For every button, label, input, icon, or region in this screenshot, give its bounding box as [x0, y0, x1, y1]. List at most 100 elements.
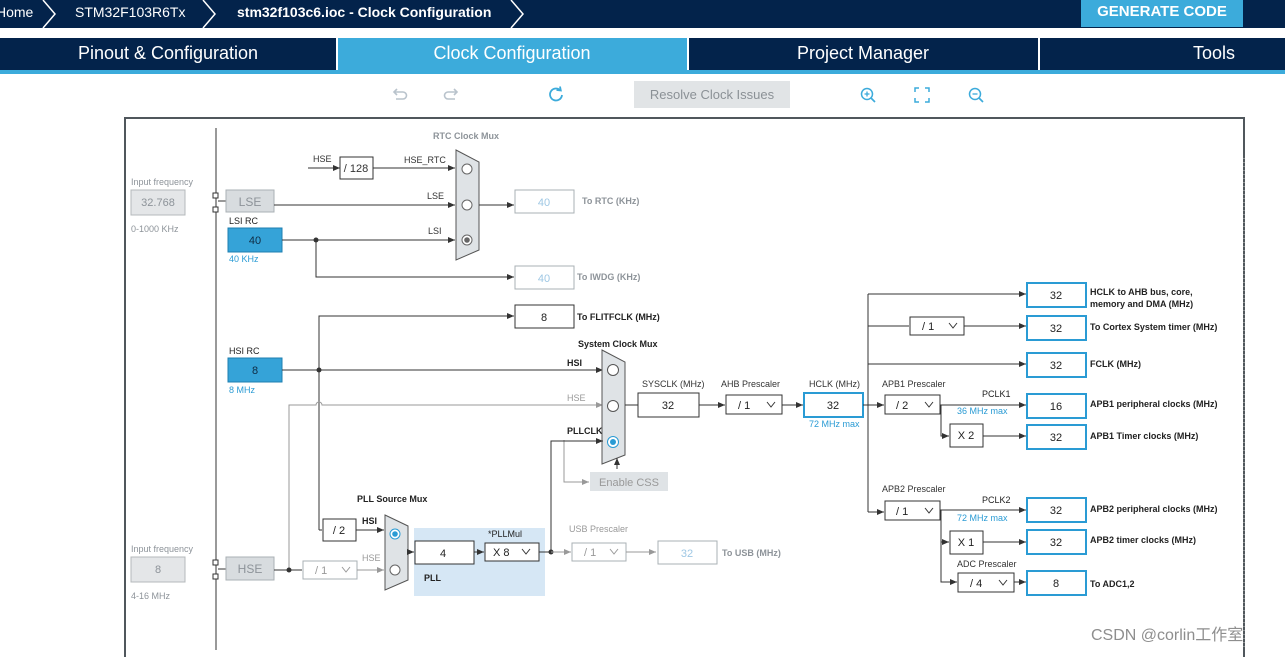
sys-mux-option-hse[interactable] [607, 400, 619, 412]
hse-range: 4-16 MHz [131, 591, 171, 601]
hse-input-field[interactable] [130, 556, 186, 583]
usb-output-field[interactable] [657, 540, 718, 565]
chevron-right-icon [42, 0, 56, 28]
generate-code-button[interactable]: GENERATE CODE [1081, 0, 1243, 27]
tab-pinout[interactable]: Pinout & Configuration [77, 43, 259, 63]
pll-mux-option-hse[interactable] [389, 564, 401, 576]
sys-mux-hsi-label: HSI [567, 358, 582, 368]
usb-prescaler-select[interactable] [571, 542, 627, 562]
lse-range: 0-1000 KHz [131, 224, 179, 234]
refresh-icon[interactable] [545, 84, 567, 106]
tab-tools[interactable]: Tools [1192, 43, 1236, 63]
tab-underline [0, 70, 1285, 74]
zoom-in-icon[interactable] [857, 84, 879, 106]
tab-clock-configuration[interactable]: Clock Configuration [337, 38, 687, 70]
flitf-value: 8 [541, 312, 547, 324]
apb2-timer-label: APB2 timer clocks (MHz) [1090, 535, 1196, 545]
iwdg-output-field[interactable] [514, 265, 575, 290]
lse-input-value: 32.768 [141, 197, 175, 209]
pll-mux-hse-label: HSE [362, 553, 381, 563]
adc-field[interactable] [1026, 570, 1087, 596]
apb2-periph-field[interactable] [1026, 497, 1087, 523]
hsi-label: HSI RC [229, 346, 260, 356]
sysclk-value: 32 [662, 400, 674, 412]
rtc-output-value: 40 [538, 197, 550, 209]
apb2-timer-value: 32 [1050, 537, 1062, 549]
zoom-out-icon[interactable] [965, 84, 987, 106]
rtc-mux-option-hse[interactable] [461, 163, 473, 175]
apb2-prescaler-select[interactable] [884, 500, 941, 521]
cortex-timer-value: 32 [1050, 323, 1062, 335]
lse-input-label: Input frequency [131, 177, 194, 187]
chevron-down-icon [924, 401, 934, 408]
apb1-periph-field[interactable] [1026, 393, 1087, 419]
apb2-timer-field[interactable] [1026, 529, 1087, 555]
apb2-mult-value: X 1 [958, 537, 975, 549]
adc-label: To ADC1,2 [1090, 579, 1135, 589]
sys-mux-hse-label: HSE [567, 393, 586, 403]
pll-mux-title: PLL Source Mux [357, 494, 427, 504]
breadcrumb-file[interactable]: stm32f103c6.ioc - Clock Configuration [237, 4, 492, 20]
fclk-field[interactable] [1026, 352, 1087, 378]
hclk-max: 72 MHz max [809, 419, 860, 429]
flitf-output-field[interactable] [514, 304, 575, 329]
hse-pin [212, 573, 219, 580]
usb-value: 32 [681, 548, 693, 560]
pclk2-label: PCLK2 [982, 495, 1011, 505]
enable-css-label: Enable CSS [599, 477, 659, 489]
apb1-timer-value: 32 [1050, 432, 1062, 444]
breadcrumb: Home STM32F103R6Tx stm32f103c6.ioc - Clo… [0, 0, 1285, 28]
hse-input-label: Input frequency [131, 544, 194, 554]
cortex-timer-field[interactable] [1026, 315, 1087, 341]
hclk-ahb-label: HCLK to AHB bus, core, [1090, 287, 1193, 297]
apb1-prescaler-select[interactable] [884, 394, 941, 415]
adc-prescaler-value: / 4 [970, 578, 982, 590]
hclk-label: HCLK (MHz) [809, 379, 860, 389]
hclk-ahb-field[interactable] [1026, 282, 1087, 308]
hclk-value: 32 [827, 400, 839, 412]
redo-icon[interactable] [441, 84, 463, 106]
lse-pin [212, 192, 219, 199]
apb2-prescaler-label: APB2 Prescaler [882, 484, 946, 494]
ahb-prescaler-value: / 1 [738, 400, 750, 412]
chevron-down-icon [948, 322, 958, 329]
apb1-timer-label: APB1 Timer clocks (MHz) [1090, 431, 1198, 441]
hsi-unit: 8 MHz [229, 385, 256, 395]
sys-mux-option-hsi[interactable] [607, 364, 619, 376]
chevron-down-icon [521, 548, 531, 555]
rtc-hse-rtc-label: HSE_RTC [404, 155, 446, 165]
fit-screen-icon[interactable] [911, 84, 933, 106]
breadcrumb-chip[interactable]: STM32F103R6Tx [75, 4, 186, 20]
pll-label: PLL [424, 573, 442, 583]
cortex-divider-select[interactable] [909, 316, 965, 336]
sysclk-field[interactable] [637, 392, 700, 418]
tab-separator [687, 38, 689, 70]
tab-separator [1038, 38, 1040, 70]
undo-icon[interactable] [388, 84, 410, 106]
lse-block [225, 189, 275, 213]
rtc-div-value: / 128 [344, 163, 368, 175]
apb2-periph-value: 32 [1050, 505, 1062, 517]
tab-project-manager[interactable]: Project Manager [796, 43, 930, 63]
apb1-periph-value: 16 [1050, 401, 1062, 413]
chevron-down-icon [998, 579, 1008, 586]
resolve-clock-issues-button[interactable]: Resolve Clock Issues [634, 81, 790, 108]
apb1-timer-field[interactable] [1026, 424, 1087, 450]
breadcrumb-home[interactable]: Home [0, 4, 34, 20]
chevron-right-icon [202, 0, 216, 28]
rtc-mux-option-lse[interactable] [461, 199, 473, 211]
pclk1-label: PCLK1 [982, 389, 1011, 399]
enable-css-button[interactable] [590, 472, 668, 491]
lsi-unit: 40 KHz [229, 254, 259, 264]
pll-mux-hsi-label: HSI [362, 516, 377, 526]
hsi-block [227, 357, 283, 383]
hclk-ahb-value: 32 [1050, 290, 1062, 302]
main-tabs: Pinout & Configuration Clock Configurati… [0, 38, 1285, 70]
cortex-divider-value: / 1 [922, 321, 934, 333]
usb-prescaler-value: / 1 [584, 547, 596, 559]
lse-pin [212, 206, 219, 213]
rtc-output-field[interactable] [514, 189, 575, 214]
hse-divider-select[interactable] [302, 560, 358, 580]
lse-input-field[interactable] [130, 189, 186, 216]
watermark: CSDN @corlin工作室 [1091, 627, 1244, 644]
